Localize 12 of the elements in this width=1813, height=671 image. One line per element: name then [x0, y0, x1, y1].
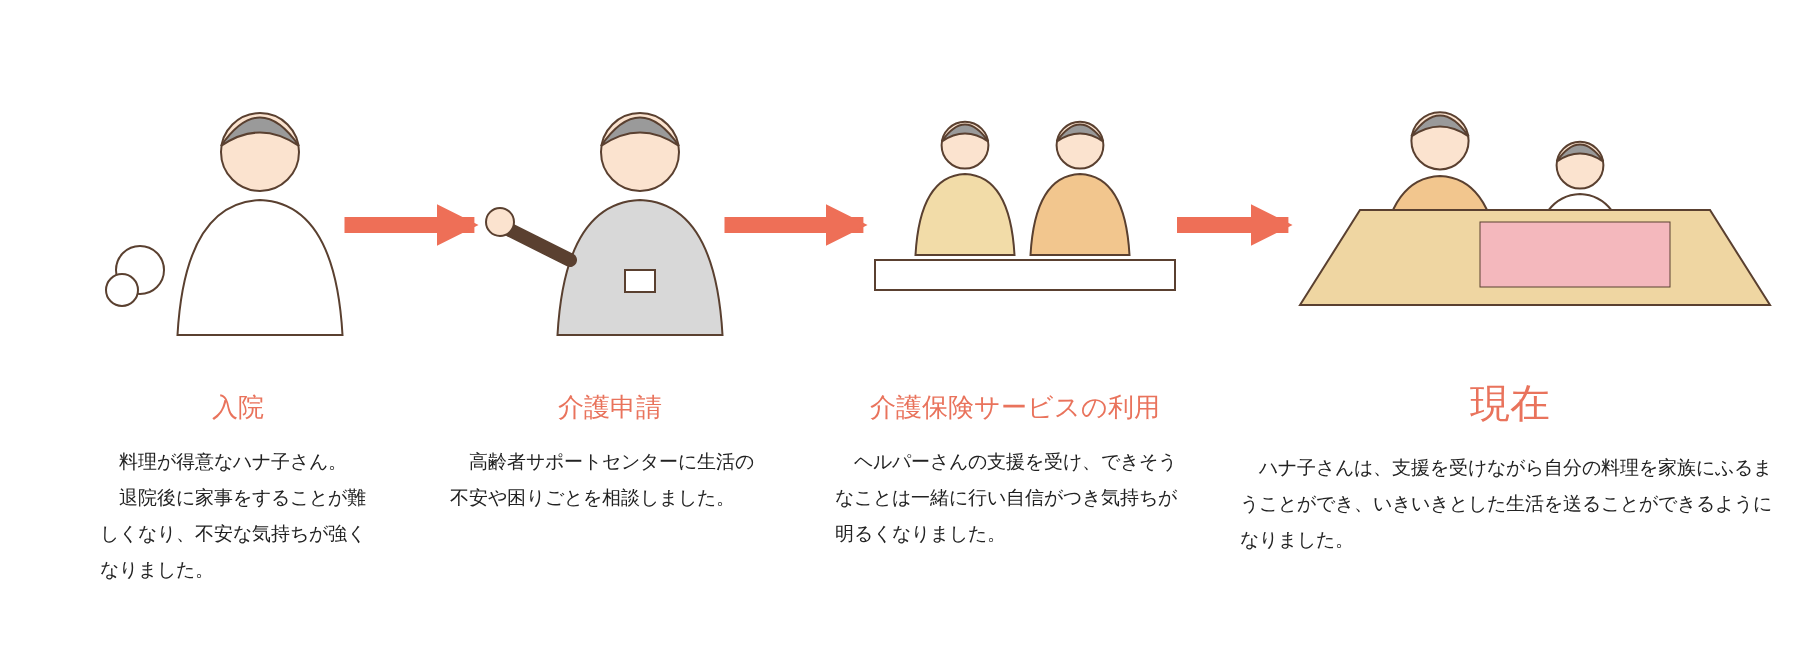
arrow	[724, 204, 868, 246]
step-description: ハナ子さんは、支援を受けながら自分の料理を家族にふるまうことができ、いきいきとした生活を送ることができるようになりました。	[1240, 455, 1773, 552]
arrow	[1177, 204, 1293, 246]
step-description: ヘルパーさんの支援を受け、できそうなことは一緒に行い自信がつき気持ちが明るくなりました。	[835, 449, 1178, 546]
step-heading: 入院	[210, 391, 265, 424]
step-heading: 現在	[1469, 379, 1551, 428]
step-description: 料理が得意なハナ子さん。	[118, 449, 348, 474]
step-heading: 介護保険サービスの利用	[869, 391, 1161, 424]
step-description: 退院後に家事をすることが難しくなり、不安な気持ちが強くなりました。	[100, 485, 367, 582]
step-description: 高齢者サポートセンターに生活の不安や困りごとを相談しました。	[450, 449, 755, 510]
step-heading: 介護申請	[557, 391, 663, 424]
arrow	[344, 204, 479, 246]
